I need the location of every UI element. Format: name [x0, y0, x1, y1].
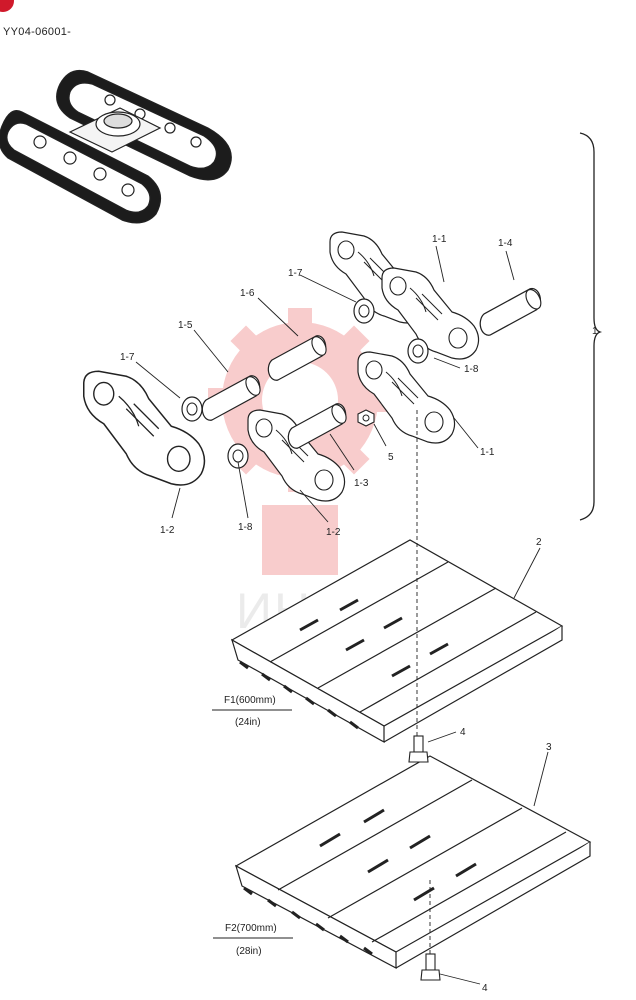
callout-1-6: 1-6 — [240, 288, 255, 299]
shoe-f2-label: F2(700mm) — [225, 923, 277, 934]
bolt-4-lower — [420, 953, 441, 981]
seal-1-7-lower — [181, 396, 203, 422]
shoe-plate-f2 — [234, 755, 592, 969]
callout-1-2-right: 1-2 — [326, 527, 341, 538]
shoe-f1-sub: (24in) — [235, 717, 261, 728]
callout-1-group: 1 — [592, 326, 598, 337]
assembly-centerlines — [416, 410, 431, 954]
shoe-f2-sub: (28in) — [236, 946, 262, 957]
callout-1-1-upper: 1-1 — [432, 234, 447, 245]
group-bracket — [579, 132, 603, 521]
callout-1-8-lower: 1-8 — [238, 522, 253, 533]
seal-1-7-upper — [353, 298, 375, 324]
callout-5: 5 — [388, 452, 394, 463]
seal-1-8-upper — [407, 338, 429, 364]
callout-1-7-upper: 1-7 — [288, 268, 303, 279]
shoe-plate-f1 — [230, 539, 564, 744]
callout-1-4: 1-4 — [498, 238, 513, 249]
callout-1-3: 1-3 — [354, 478, 369, 489]
brand-logo-dot — [0, 0, 14, 12]
callout-1-2-left: 1-2 — [160, 525, 175, 536]
link-1-2-left — [83, 370, 206, 486]
callout-2: 2 — [536, 537, 542, 548]
shoe-f1-label: F1(600mm) — [224, 695, 276, 706]
callout-3: 3 — [546, 742, 552, 753]
callout-1-1-lower: 1-1 — [480, 447, 495, 458]
bolt-4-upper — [408, 735, 429, 763]
leader-lines — [135, 245, 549, 985]
pin-1-4 — [479, 286, 545, 336]
callout-4-upper: 4 — [460, 727, 466, 738]
callout-1-5: 1-5 — [178, 320, 193, 331]
nut-5 — [357, 409, 375, 427]
undercarriage-thumbnail — [0, 69, 232, 224]
callout-4-lower: 4 — [482, 983, 488, 994]
callout-1-8-upper: 1-8 — [464, 364, 479, 375]
callout-1-7-lower: 1-7 — [120, 352, 135, 363]
document-code: YY04-06001- — [3, 26, 72, 38]
